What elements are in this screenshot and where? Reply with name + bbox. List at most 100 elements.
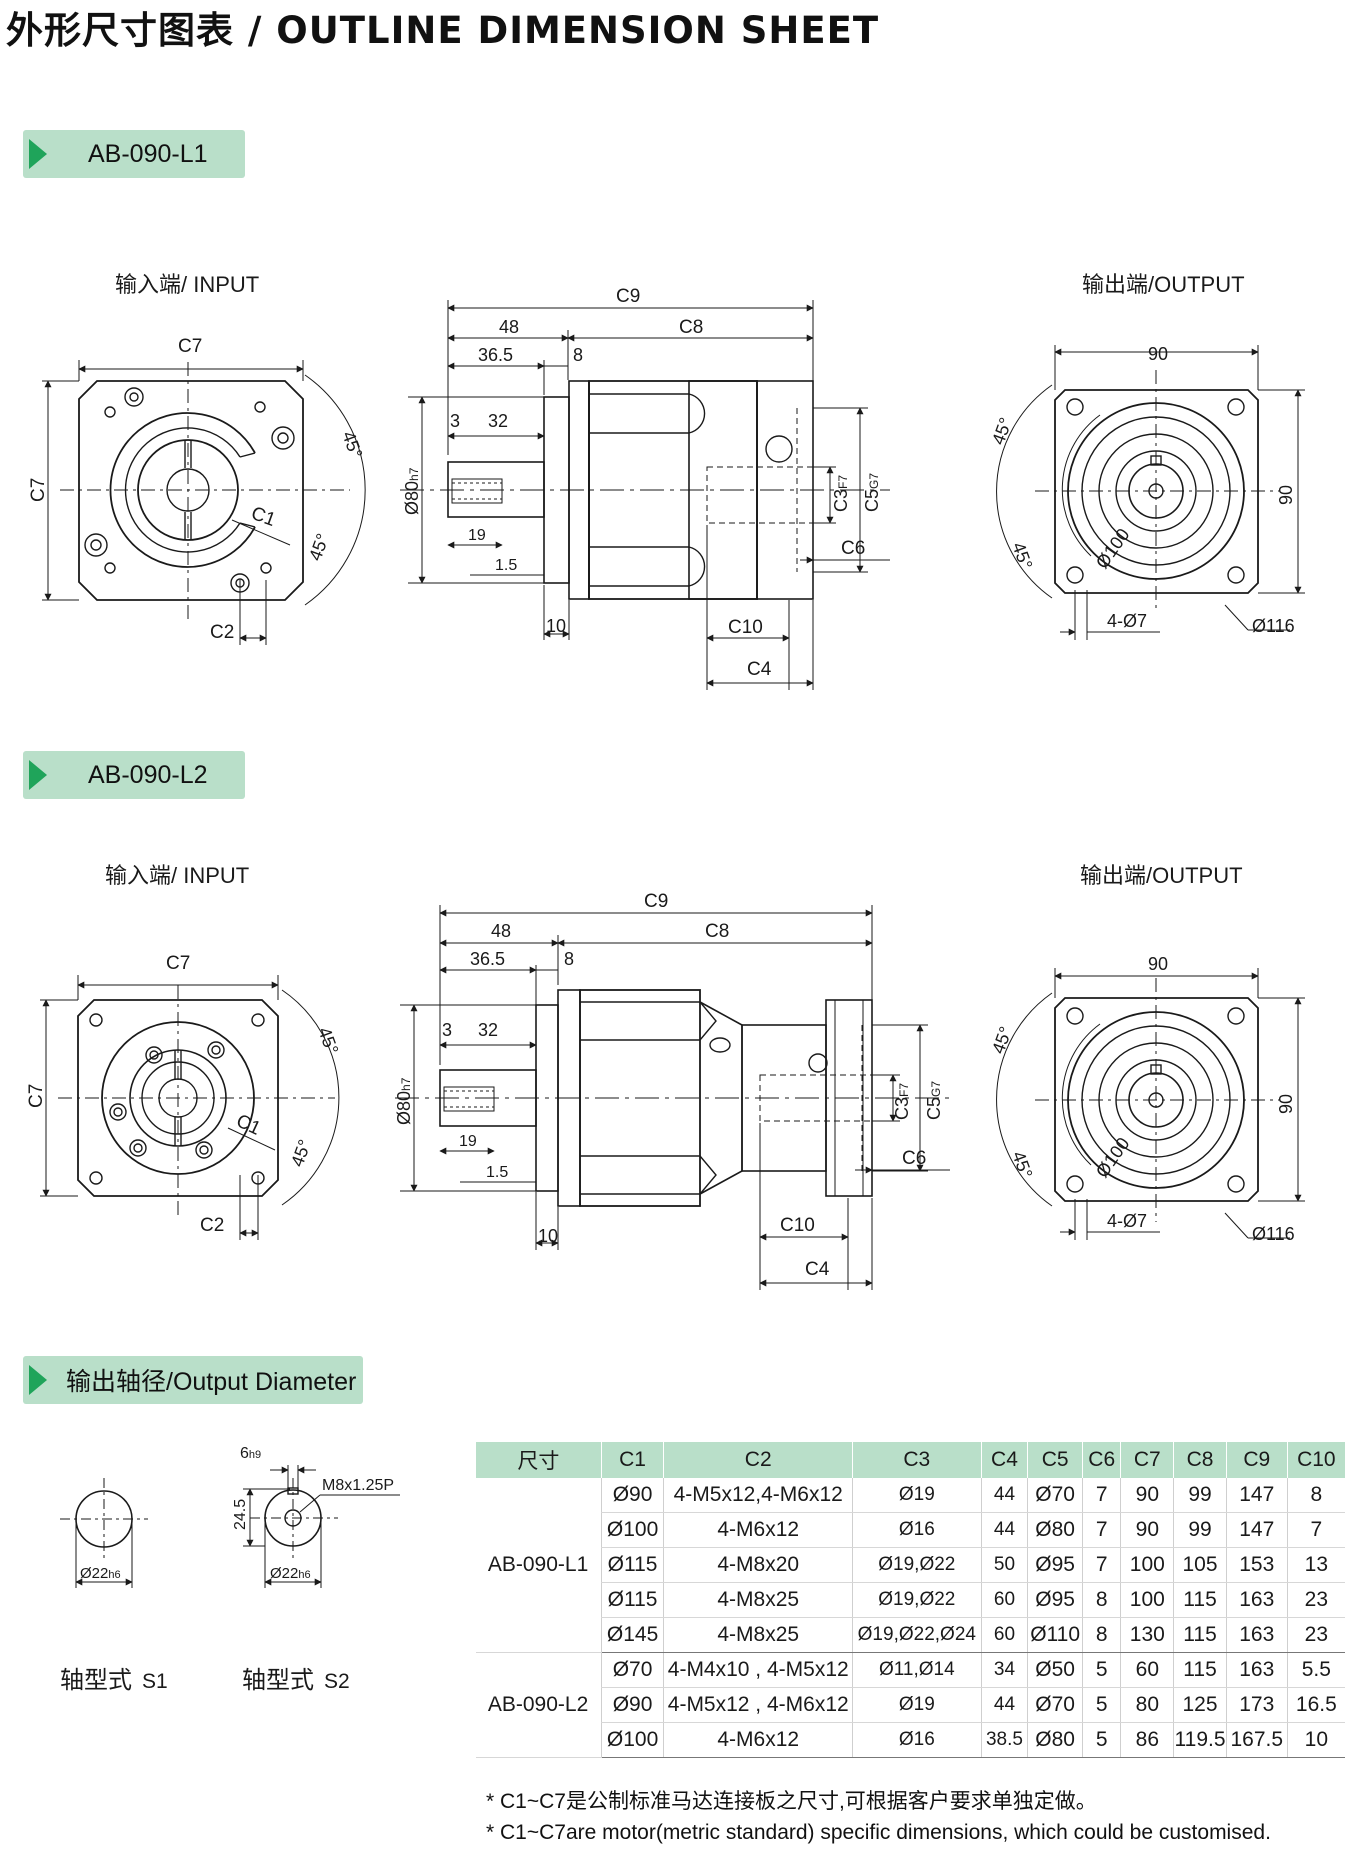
note-chinese: * C1~C7是公制标准马达连接板之尺寸,可根据客户要求单独定做。 xyxy=(486,1790,1097,1813)
dim-c8: C8 xyxy=(679,317,703,338)
table-cell: Ø50 xyxy=(1027,1652,1083,1688)
dim-45-bottom: 45° xyxy=(1008,1149,1036,1181)
dim-45-top: 45° xyxy=(988,415,1016,447)
table-cell: Ø11,Ø14 xyxy=(851,1652,982,1688)
dim-c8: C8 xyxy=(705,921,729,942)
table-cell: 115 xyxy=(1173,1652,1227,1688)
table-cell: 44 xyxy=(980,1512,1028,1548)
table-cell: 44 xyxy=(980,1478,1028,1513)
dim-100: Ø100 xyxy=(1092,525,1134,573)
dim-90-top: 90 xyxy=(1148,954,1168,974)
table-cell: Ø115 xyxy=(600,1547,664,1583)
dim-c6: C6 xyxy=(902,1148,926,1169)
header-cell: C7 xyxy=(1120,1442,1174,1478)
table-cell: 90 xyxy=(1120,1512,1174,1548)
dim-c2: C2 xyxy=(200,1215,224,1236)
table-cell: 8 xyxy=(1081,1617,1121,1653)
table-cell: Ø95 xyxy=(1027,1547,1083,1583)
section-tag-label: 输出轴径/Output Diameter xyxy=(66,1368,357,1396)
s1-diameter: Ø22h6 xyxy=(80,1565,121,1582)
header-cell: 尺寸 xyxy=(475,1442,602,1478)
dim-45-bottom: 45° xyxy=(287,1137,315,1169)
table-cell: 4-M6x12 xyxy=(663,1722,853,1758)
table-cell: 16.5 xyxy=(1286,1687,1345,1723)
table-cell: Ø19,Ø22 xyxy=(851,1582,982,1618)
section-tag-l1: AB-090-L1 xyxy=(23,130,245,178)
table-cell: 86 xyxy=(1120,1722,1174,1758)
table-cell: 10 xyxy=(1286,1722,1345,1758)
table-cell: Ø19,Ø22,Ø24 xyxy=(851,1617,982,1653)
dim-8: 8 xyxy=(573,345,583,365)
table-cell: 23 xyxy=(1286,1617,1345,1653)
section-tag-label: AB-090-L1 xyxy=(88,139,208,168)
dim-36-5: 36.5 xyxy=(478,345,513,365)
dim-c7-side: C7 xyxy=(26,1084,47,1108)
table-cell: 7 xyxy=(1081,1512,1121,1548)
model-cell: AB-090-L2 xyxy=(475,1652,602,1758)
view-label: 输入端/ INPUT xyxy=(105,863,249,888)
table-cell: Ø19,Ø22 xyxy=(851,1547,982,1583)
dim-c4: C4 xyxy=(747,659,772,680)
table-cell: 4-M8x25 xyxy=(663,1617,853,1653)
dim-45-bottom: 45° xyxy=(1008,540,1036,572)
section-tag-l2: AB-090-L2 xyxy=(23,751,245,799)
table-cell: Ø16 xyxy=(851,1722,982,1758)
dim-c4: C4 xyxy=(805,1259,830,1280)
chevron-right-icon xyxy=(29,1365,47,1395)
l1-output-view: 输出端/OUTPUT 90 90 45° 45° Ø100 4-Ø7 Ø116 xyxy=(988,272,1305,640)
dim-c2: C2 xyxy=(210,622,234,643)
table-cell: 100 xyxy=(1120,1547,1174,1583)
table-cell: 167.5 xyxy=(1225,1722,1288,1758)
dim-36-5: 36.5 xyxy=(470,949,505,969)
dim-c9: C9 xyxy=(616,286,640,307)
table-cell: Ø100 xyxy=(600,1512,664,1548)
table-cell: 50 xyxy=(980,1547,1028,1583)
table-cell: Ø70 xyxy=(600,1652,664,1688)
table-cell: Ø80 xyxy=(1027,1512,1083,1548)
dim-100: Ø100 xyxy=(1092,1134,1134,1182)
s2-key-width: 6h9 xyxy=(240,1445,261,1462)
l1-side-view: C9 48 C8 36.5 8 3 32 19 1.5 xyxy=(400,286,890,690)
table-cell: 5.5 xyxy=(1286,1652,1345,1688)
table-cell: Ø90 xyxy=(600,1687,664,1723)
table-cell: 130 xyxy=(1120,1617,1174,1653)
page-title: 外形尺寸图表 / OUTLINE DIMENSION SHEET xyxy=(6,9,880,52)
table-cell: Ø95 xyxy=(1027,1582,1083,1618)
header-cell: C5 xyxy=(1027,1442,1083,1478)
table-cell: 13 xyxy=(1286,1547,1345,1583)
table-cell: 8 xyxy=(1081,1582,1121,1618)
table-cell: 60 xyxy=(1120,1652,1174,1688)
table-cell: 23 xyxy=(1286,1582,1345,1618)
table-cell: 115 xyxy=(1173,1582,1227,1618)
dim-3: 3 xyxy=(450,411,460,431)
table-header-row: 尺寸 C1 C2 C3 C4 C5 C6 C7 C8 C9 C10 xyxy=(475,1442,1345,1478)
dim-48: 48 xyxy=(499,317,519,337)
table-cell: Ø80 xyxy=(1027,1722,1083,1758)
table-cell: 5 xyxy=(1081,1652,1121,1688)
dim-c1: C1 xyxy=(233,1110,264,1139)
dim-116: Ø116 xyxy=(1252,1224,1295,1244)
dim-c7-side: C7 xyxy=(28,478,49,502)
dim-32: 32 xyxy=(488,411,508,431)
dim-45-bottom: 45° xyxy=(305,531,333,563)
table-cell: 4-M5x12 , 4-M6x12 xyxy=(663,1687,853,1723)
section-tag-shaft: 输出轴径/Output Diameter xyxy=(23,1356,363,1404)
table-cell: 147 xyxy=(1225,1478,1288,1513)
header-cell: C6 xyxy=(1081,1442,1121,1478)
header-cell: C10 xyxy=(1286,1442,1345,1478)
chevron-right-icon xyxy=(29,760,47,790)
view-label: 输出端/OUTPUT xyxy=(1082,272,1245,297)
dim-c3: C3F7 xyxy=(831,475,851,512)
dim-1-5: 1.5 xyxy=(495,557,517,574)
l1-input-view: 输入端/ INPUT C7 C7 45° 45° C1 C2 xyxy=(28,272,366,645)
dim-c5: C5G7 xyxy=(924,1081,944,1120)
table-cell: 4-M5x12,4-M6x12 xyxy=(663,1478,853,1513)
dim-90-top: 90 xyxy=(1148,344,1168,364)
table-cell: Ø110 xyxy=(1027,1617,1083,1653)
dim-4-o7: 4-Ø7 xyxy=(1107,611,1147,631)
table-cell: Ø19 xyxy=(851,1478,982,1513)
dim-10: 10 xyxy=(546,616,566,636)
dim-8: 8 xyxy=(564,949,574,969)
